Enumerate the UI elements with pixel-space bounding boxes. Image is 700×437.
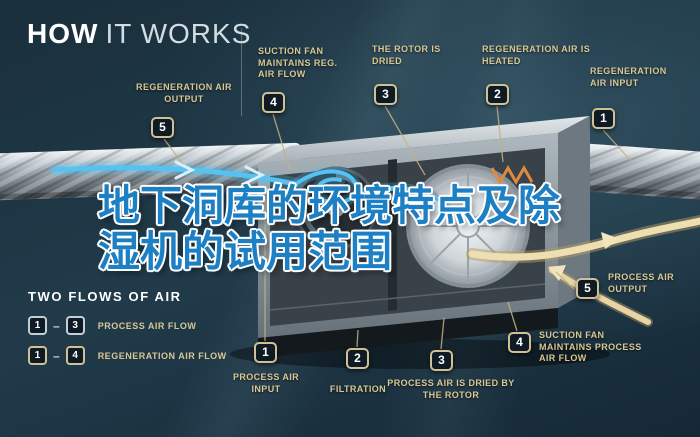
callout-label-process-air-output: PROCESS AIR OUTPUT [608, 272, 675, 294]
legend-heading: TWO FLOWS OF AIR [28, 289, 182, 304]
callout-label-regeneration-air-input: REGENERATION AIR INPUT [590, 66, 667, 88]
callout-label-suction-fan-process: SUCTION FAN MAINTAINS PROCESS AIR FLOW [539, 330, 642, 364]
legend-badge-regen-start: 1 [28, 346, 47, 365]
legend-label-process: PROCESS AIR FLOW [97, 320, 197, 331]
callout-badge-suction-fan-process: 4 [508, 332, 531, 353]
legend-badge-process-start: 1 [28, 316, 47, 335]
callout-badge-process-air-input: 1 [254, 342, 277, 363]
legend-dash: – [53, 318, 60, 333]
callout-badge-process-air-output: 5 [576, 278, 599, 299]
unit-base [258, 308, 558, 358]
legend-badge-regen-end: 4 [65, 346, 85, 365]
callout-label-filtration: FILTRATION [329, 384, 387, 394]
callout-label-regen-air-heated: REGENERATION AIR IS HEATED [482, 44, 591, 66]
left-duct [0, 142, 303, 201]
legend-row-process: 1 – 3 PROCESS AIR FLOW [28, 316, 196, 335]
unit-top-face [258, 116, 590, 163]
process-air-flow-arrows [48, 160, 452, 215]
callout-badge-filtration: 2 [346, 348, 369, 369]
callout-label-suction-fan-reg: SUCTION FAN MAINTAINS REG. AIR FLOW [258, 46, 338, 80]
legend-dash: – [53, 348, 60, 363]
callout-badge-process-air-dried: 3 [430, 350, 453, 371]
overlay-text: 地下洞库的环境特点及除 湿机的试用范围 [98, 183, 560, 275]
callout-badge-rotor-is-dried: 3 [374, 84, 397, 105]
title-divider [241, 28, 242, 116]
callout-label-regeneration-air-output: REGENERATION AIR OUTPUT [136, 82, 232, 104]
callout-label-rotor-is-dried: THE ROTOR IS DRIED [372, 44, 441, 66]
overlay-text-line2: 湿机的试用范围 [98, 227, 393, 276]
callout-badge-regeneration-air-input: 1 [592, 108, 615, 129]
callout-badge-suction-fan-reg: 4 [262, 92, 285, 113]
regeneration-heater [490, 164, 534, 186]
legend-badge-process-end: 3 [65, 316, 85, 335]
callout-badge-regen-air-heated: 2 [486, 84, 509, 105]
callout-label-process-air-dried: PROCESS AIR IS DRIED BY THE ROTOR [387, 378, 515, 400]
callout-label-process-air-input: PROCESS AIR INPUT [232, 372, 300, 394]
overlay-text-line1: 地下洞库的环境特点及除 [98, 181, 561, 230]
callout-badge-regeneration-air-output: 5 [151, 117, 174, 138]
unit-side-face [558, 116, 590, 308]
legend-row-regeneration: 1 – 4 REGENERATION AIR FLOW [28, 346, 227, 365]
air-handling-unit [230, 116, 610, 369]
title-light: IT WORKS [105, 18, 252, 49]
legend-label-regeneration: REGENERATION AIR FLOW [97, 350, 227, 361]
title-strong: HOW [27, 18, 99, 49]
